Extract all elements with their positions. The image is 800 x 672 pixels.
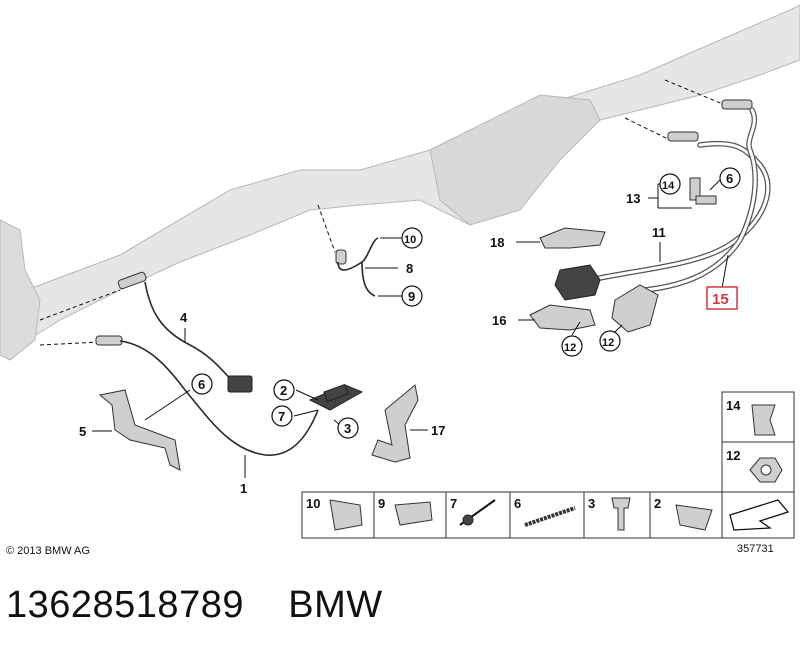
bracket-16 xyxy=(529,304,596,331)
callout-4: 4 xyxy=(180,310,188,342)
connector-left xyxy=(227,375,253,393)
oxygen-sensor-mid xyxy=(335,249,347,265)
svg-text:14: 14 xyxy=(662,180,675,192)
part-number: 13628518789 xyxy=(6,584,244,626)
exhaust-pipe xyxy=(0,4,800,361)
oxygen-sensor-front-1 xyxy=(117,271,147,290)
tie-icon xyxy=(462,514,474,526)
callout-18: 18 xyxy=(490,235,540,250)
svg-text:7: 7 xyxy=(278,409,285,424)
callout-6-left: 6 xyxy=(144,373,213,421)
parts-legend: 14 12 10 9 7 6 3 2 xyxy=(301,391,795,539)
svg-text:13: 13 xyxy=(626,191,640,206)
svg-text:12: 12 xyxy=(564,342,576,354)
caption: 13628518789 BMW xyxy=(6,584,383,627)
connector-center xyxy=(308,383,364,411)
wiring-harness-left xyxy=(119,237,379,456)
svg-text:4: 4 xyxy=(180,310,188,325)
clip-icon xyxy=(751,404,776,436)
legend-cell-6 xyxy=(509,491,585,539)
callout-17: 17 xyxy=(410,423,445,438)
callout-10: 10 xyxy=(380,227,423,249)
bracket-5 xyxy=(98,389,181,471)
callout-12-left: 12 xyxy=(561,321,583,357)
callout-2: 2 xyxy=(273,379,319,401)
diagram-ref-number: 357731 xyxy=(737,543,774,555)
callout-1: 1 xyxy=(240,455,247,496)
callout-16: 16 xyxy=(492,313,535,328)
svg-text:8: 8 xyxy=(406,261,413,276)
callout-14: 14 xyxy=(659,173,681,195)
bracket-18 xyxy=(539,227,606,249)
callout-9: 9 xyxy=(378,285,423,307)
callout-5: 5 xyxy=(79,424,112,439)
callout-13: 13 xyxy=(626,183,692,209)
svg-text:2: 2 xyxy=(654,496,661,511)
svg-text:5: 5 xyxy=(79,424,86,439)
oxygen-sensor-front-2 xyxy=(95,335,123,346)
oxygen-sensor-rear-2 xyxy=(721,99,753,110)
control-unit-upper xyxy=(554,264,601,301)
svg-text:3: 3 xyxy=(344,421,351,436)
callout-11: 11 xyxy=(652,225,666,262)
svg-text:6: 6 xyxy=(726,171,733,186)
bracket-icon xyxy=(329,499,363,531)
callout-7: 7 xyxy=(271,405,319,427)
svg-text:3: 3 xyxy=(588,496,595,511)
callout-15-highlighted: 15 xyxy=(706,254,738,310)
svg-text:9: 9 xyxy=(408,289,415,304)
svg-text:7: 7 xyxy=(450,496,457,511)
svg-text:17: 17 xyxy=(431,423,445,438)
svg-text:12: 12 xyxy=(602,337,614,349)
svg-text:12: 12 xyxy=(726,448,740,463)
arrow-icon xyxy=(729,499,790,531)
callout-3: 3 xyxy=(333,417,359,439)
svg-text:14: 14 xyxy=(726,398,741,413)
svg-text:16: 16 xyxy=(492,313,506,328)
control-unit-lower xyxy=(611,284,659,333)
bracket-17 xyxy=(371,384,419,463)
callout-8: 8 xyxy=(365,261,413,276)
svg-text:1: 1 xyxy=(240,481,247,496)
svg-text:2: 2 xyxy=(280,383,287,398)
callout-6-right: 6 xyxy=(709,167,741,191)
svg-text:10: 10 xyxy=(306,496,320,511)
svg-text:6: 6 xyxy=(198,377,205,392)
svg-text:11: 11 xyxy=(652,225,666,240)
legend-cell-7 xyxy=(445,491,511,539)
bolt-icon xyxy=(611,497,631,531)
svg-text:10: 10 xyxy=(404,234,416,246)
svg-text:6: 6 xyxy=(514,496,521,511)
svg-text:9: 9 xyxy=(378,496,385,511)
oxygen-sensor-rear-1 xyxy=(667,131,699,142)
nut-clip-icon xyxy=(675,504,713,531)
wiring-harness-right xyxy=(597,107,771,293)
clip-icon xyxy=(394,501,433,526)
callout-12-right: 12 xyxy=(599,324,623,352)
brand: BMW xyxy=(288,584,383,626)
copyright: © 2013 BMW AG xyxy=(6,545,90,557)
clip-13 xyxy=(689,177,717,205)
svg-text:15: 15 xyxy=(712,291,729,308)
cable-tie-icon xyxy=(524,506,576,527)
svg-text:18: 18 xyxy=(490,235,504,250)
mounting-dashes xyxy=(39,79,726,346)
